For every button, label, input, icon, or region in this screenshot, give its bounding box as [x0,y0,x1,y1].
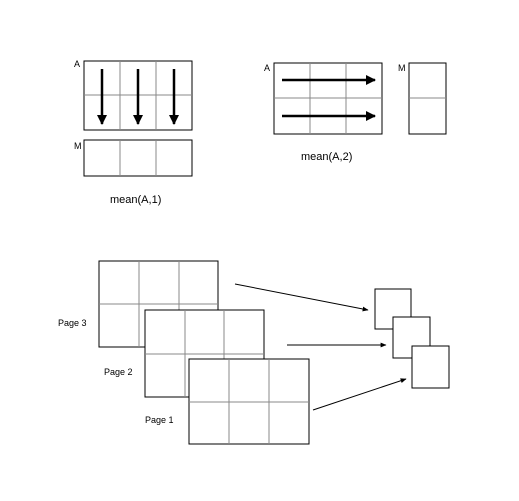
result-column-vector [408,62,447,135]
page-1-matrix [188,358,310,445]
mean-dim1-caption: mean(A,1) [110,194,161,206]
page-2-label: Page 2 [104,367,133,377]
result-m-label: M [398,63,406,73]
matrix-a-label: A [264,63,270,73]
result-stack [374,288,450,389]
mean-dim3-panel: Page 3 Page 2 Page 1 [58,260,450,445]
result-row-vector [83,139,193,177]
mean-dim1-panel: A M mean(A,1) [74,59,193,206]
result-square-1 [411,345,450,389]
page-1-arrow [312,378,407,411]
page-1-label: Page 1 [145,415,174,425]
column-mean-arrows [97,69,179,125]
mean-dim2-caption: mean(A,2) [301,151,352,163]
page-3-label: Page 3 [58,318,87,328]
page-3-arrow [234,283,369,312]
matrix-a-label: A [74,59,80,69]
matrix-a-grid [273,62,383,135]
mean-dim2-panel: A M mean(A,2) [264,62,447,163]
page-mean-arrows [234,283,407,411]
result-m-label: M [74,141,82,151]
row-mean-arrows [282,75,376,121]
